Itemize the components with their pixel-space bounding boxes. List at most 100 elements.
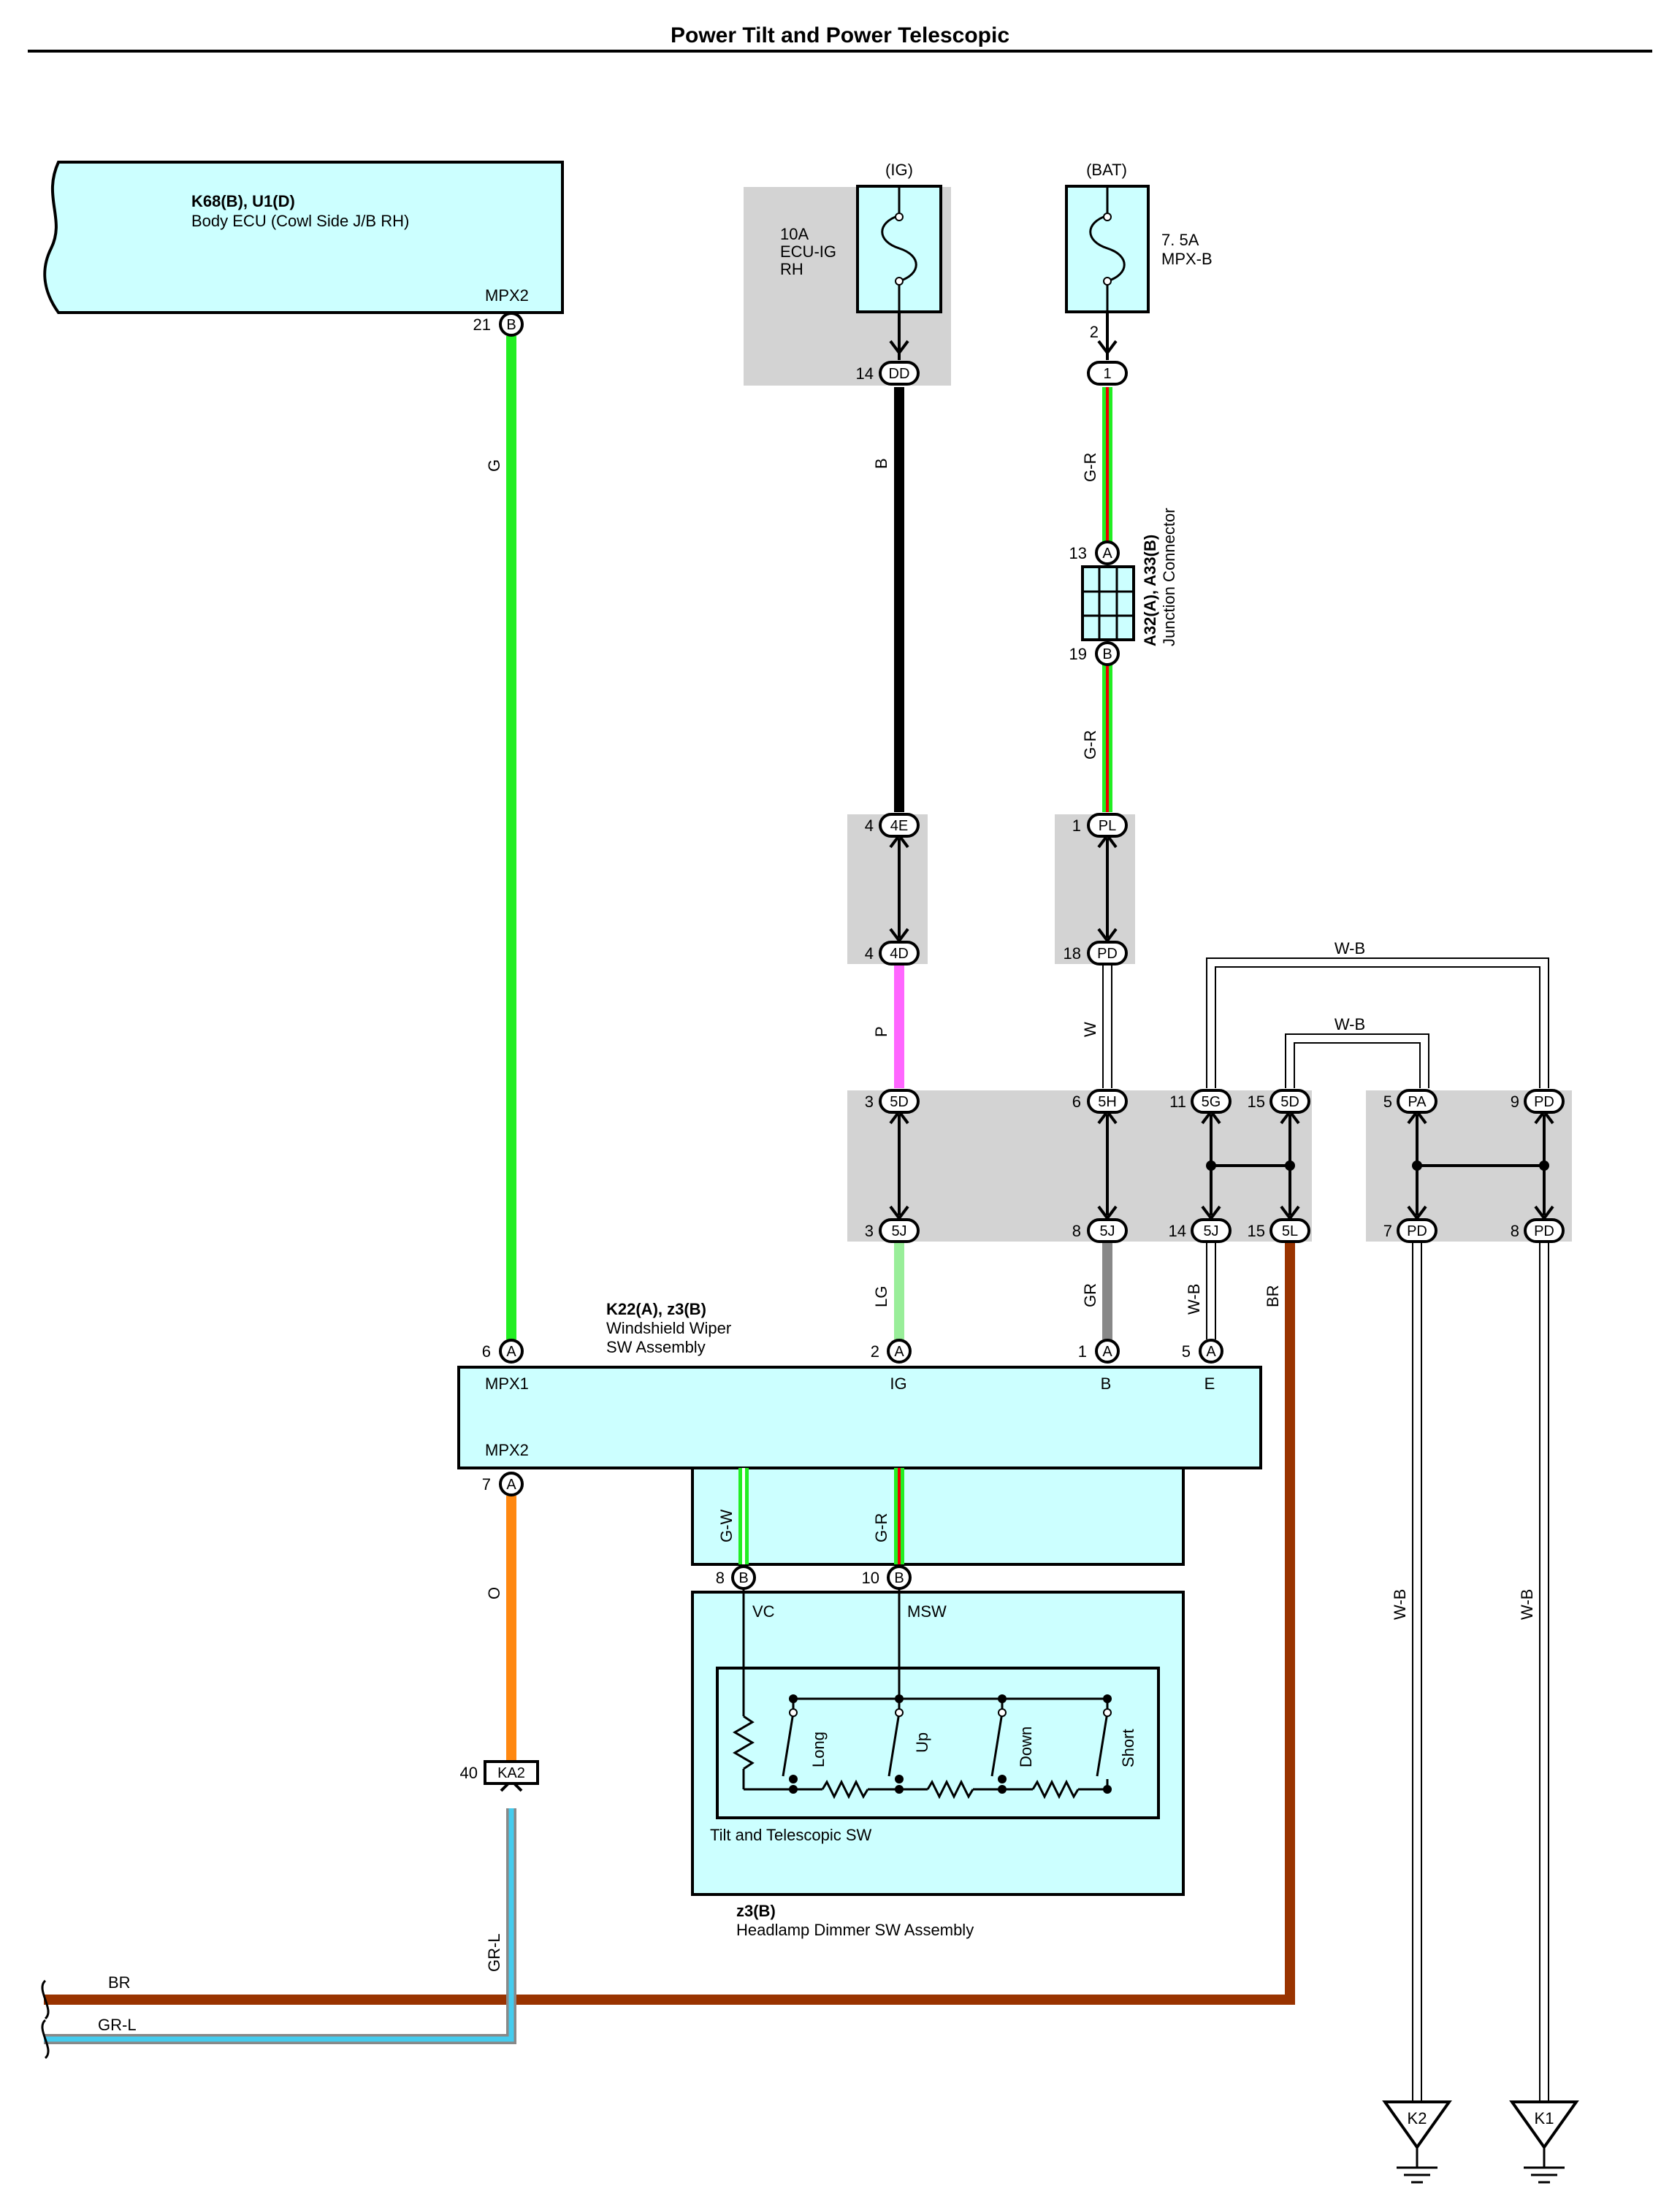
- pin-wiper-a1-code: A: [1102, 1344, 1112, 1360]
- pin-ka2-code: KA2: [497, 1765, 525, 1781]
- pin-pd-18-number: 18: [1064, 944, 1081, 963]
- pin-dimmer-b8: [731, 1565, 756, 1590]
- pin-5j-14-code: 5J: [1203, 1223, 1218, 1239]
- label-wire-g-r-upper: G-R: [1081, 453, 1099, 482]
- switch-contacts: [789, 1694, 1112, 1794]
- pin-pd-7-number: 7: [1383, 1222, 1392, 1240]
- fuse-ig-name2: RH: [780, 260, 803, 278]
- switch-circuit: [733, 1589, 1109, 1800]
- pin-4e-code: 4E: [890, 818, 908, 834]
- body-ecu-code: K68(B), U1(D): [191, 192, 295, 210]
- wiper-sw-code: K22(A), z3(B): [606, 1300, 706, 1318]
- pin-5d-15-code: 5D: [1280, 1094, 1299, 1110]
- terminal-vc: VC: [752, 1602, 775, 1621]
- pin-4d-code: 4D: [890, 946, 909, 962]
- wiper-sw-lower-box: [691, 1467, 1185, 1566]
- page-title: Power Tilt and Power Telescopic: [671, 23, 1009, 47]
- dimmer-sw-box: [691, 1591, 1185, 1896]
- wire-gr-l: [44, 1808, 516, 2044]
- pin-wiper-a2-code: A: [894, 1344, 904, 1360]
- connector-arrows: [500, 340, 1554, 1792]
- label-wire-w-b-inner: W-B: [1335, 1015, 1365, 1033]
- pin-junction-a-number: 13: [1069, 544, 1087, 562]
- pin-junction-b-number: 19: [1069, 645, 1087, 663]
- terminal-e: E: [1204, 1374, 1215, 1393]
- wiper-sw-name1: Windshield Wiper: [606, 1319, 731, 1337]
- pin-dd-number: 14: [856, 364, 874, 383]
- wire-break-br: [41, 1979, 50, 2020]
- wire-br: [44, 1242, 1295, 2005]
- pin-5g-code: 5G: [1202, 1094, 1221, 1110]
- pin-wiper-a6-number: 6: [482, 1342, 491, 1361]
- pin-5j-8: [1087, 1218, 1128, 1243]
- pin-pd-9: [1524, 1089, 1565, 1114]
- junction-name: Junction Connector: [1160, 508, 1178, 646]
- label-wire-g: G: [485, 459, 503, 472]
- pin-pd-18-code: PD: [1097, 946, 1118, 962]
- label-wire-gr-l-horizontal: GR-L: [98, 2016, 137, 2034]
- pin-4e: [879, 813, 920, 838]
- pin-dd-code: DD: [889, 366, 910, 382]
- label-wire-w-b-k2: W-B: [1391, 1589, 1409, 1620]
- pin-pa: [1397, 1089, 1437, 1114]
- pin-bat-2-number: 2: [1090, 323, 1099, 341]
- pin-4d: [879, 941, 920, 966]
- pin-5h-number: 6: [1072, 1093, 1081, 1111]
- pin-pd-9-number: 9: [1511, 1093, 1519, 1111]
- pin-pa-code: PA: [1408, 1094, 1427, 1110]
- pin-pd-9-code: PD: [1534, 1094, 1554, 1110]
- pin-pa-number: 5: [1383, 1093, 1392, 1111]
- label-wire-w: W: [1081, 1022, 1099, 1037]
- pin-5j-8-number: 8: [1072, 1222, 1081, 1240]
- dimmer-sw-code: z3(B): [736, 1902, 776, 1920]
- pin-pd-8-number: 8: [1511, 1222, 1519, 1240]
- ground-k2-label: K2: [1408, 2109, 1427, 2127]
- wiper-sw-box: [457, 1366, 1262, 1469]
- junction-code: A32(A), A33(B): [1141, 535, 1159, 646]
- fuse-ig-name1: ECU-IG: [780, 242, 836, 261]
- label-wire-p: P: [872, 1026, 890, 1037]
- pin-junction-b: [1095, 641, 1120, 666]
- pin-wiper-a7-code: A: [506, 1477, 516, 1493]
- pin-dimmer-b10-code: B: [894, 1570, 904, 1586]
- pin-pl-code: PL: [1099, 818, 1116, 834]
- pin-pl: [1087, 813, 1128, 838]
- junction-dot-3: [1412, 1160, 1422, 1171]
- junction-dot-2: [1285, 1160, 1295, 1171]
- pin-wiper-a5: [1199, 1339, 1223, 1364]
- tilt-telescopic-sw-box: [716, 1667, 1160, 1819]
- fuse-bat-rating: 7. 5A: [1161, 231, 1199, 249]
- label-wire-lg: LG: [872, 1286, 890, 1307]
- tilt-telescopic-sw-label: Tilt and Telescopic SW: [710, 1826, 872, 1844]
- pin-dimmer-b10-number: 10: [862, 1569, 879, 1587]
- label-wire-w-b-e: W-B: [1185, 1284, 1203, 1315]
- pin-wiper-a2: [887, 1339, 912, 1364]
- body-ecu-terminal-mpx2: MPX2: [485, 286, 529, 305]
- pin-4e-number: 4: [865, 817, 874, 835]
- fuse-bat-dot-top: [1103, 213, 1112, 221]
- body-ecu-name: Body ECU (Cowl Side J/B RH): [191, 212, 409, 230]
- body-ecu-box: [43, 161, 564, 314]
- label-wire-o: O: [485, 1587, 503, 1599]
- label-wire-gr-l-vertical: GR-L: [485, 1933, 503, 1972]
- pin-5d-3: [879, 1089, 920, 1114]
- pin-5j-14-number: 14: [1169, 1222, 1186, 1240]
- pin-pd-7-code: PD: [1407, 1223, 1427, 1239]
- pin-wiper-a2-number: 2: [871, 1342, 879, 1361]
- pin-junction-a-code: A: [1102, 546, 1112, 562]
- junction-connector-body: [1081, 565, 1135, 641]
- junction-connector-grid: [1083, 567, 1134, 640]
- switch-contact-open-marks: [789, 1708, 1112, 1717]
- pin-wiper-a5-number: 5: [1182, 1342, 1191, 1361]
- label-wire-br-horizontal: BR: [108, 1973, 131, 1992]
- pin-wiper-a7-number: 7: [482, 1475, 491, 1494]
- pin-5d-3-number: 3: [865, 1093, 874, 1111]
- pin-4d-number: 4: [865, 944, 874, 963]
- pin-5j-3-code: 5J: [891, 1223, 906, 1239]
- connector-block-4e-4d: [847, 814, 928, 964]
- fuse-bat-supply: (BAT): [1086, 161, 1127, 179]
- pin-5j-3-number: 3: [865, 1222, 874, 1240]
- pin-bat-1-code: 1: [1103, 366, 1111, 382]
- label-wire-g-r-lower: G-R: [1081, 730, 1099, 760]
